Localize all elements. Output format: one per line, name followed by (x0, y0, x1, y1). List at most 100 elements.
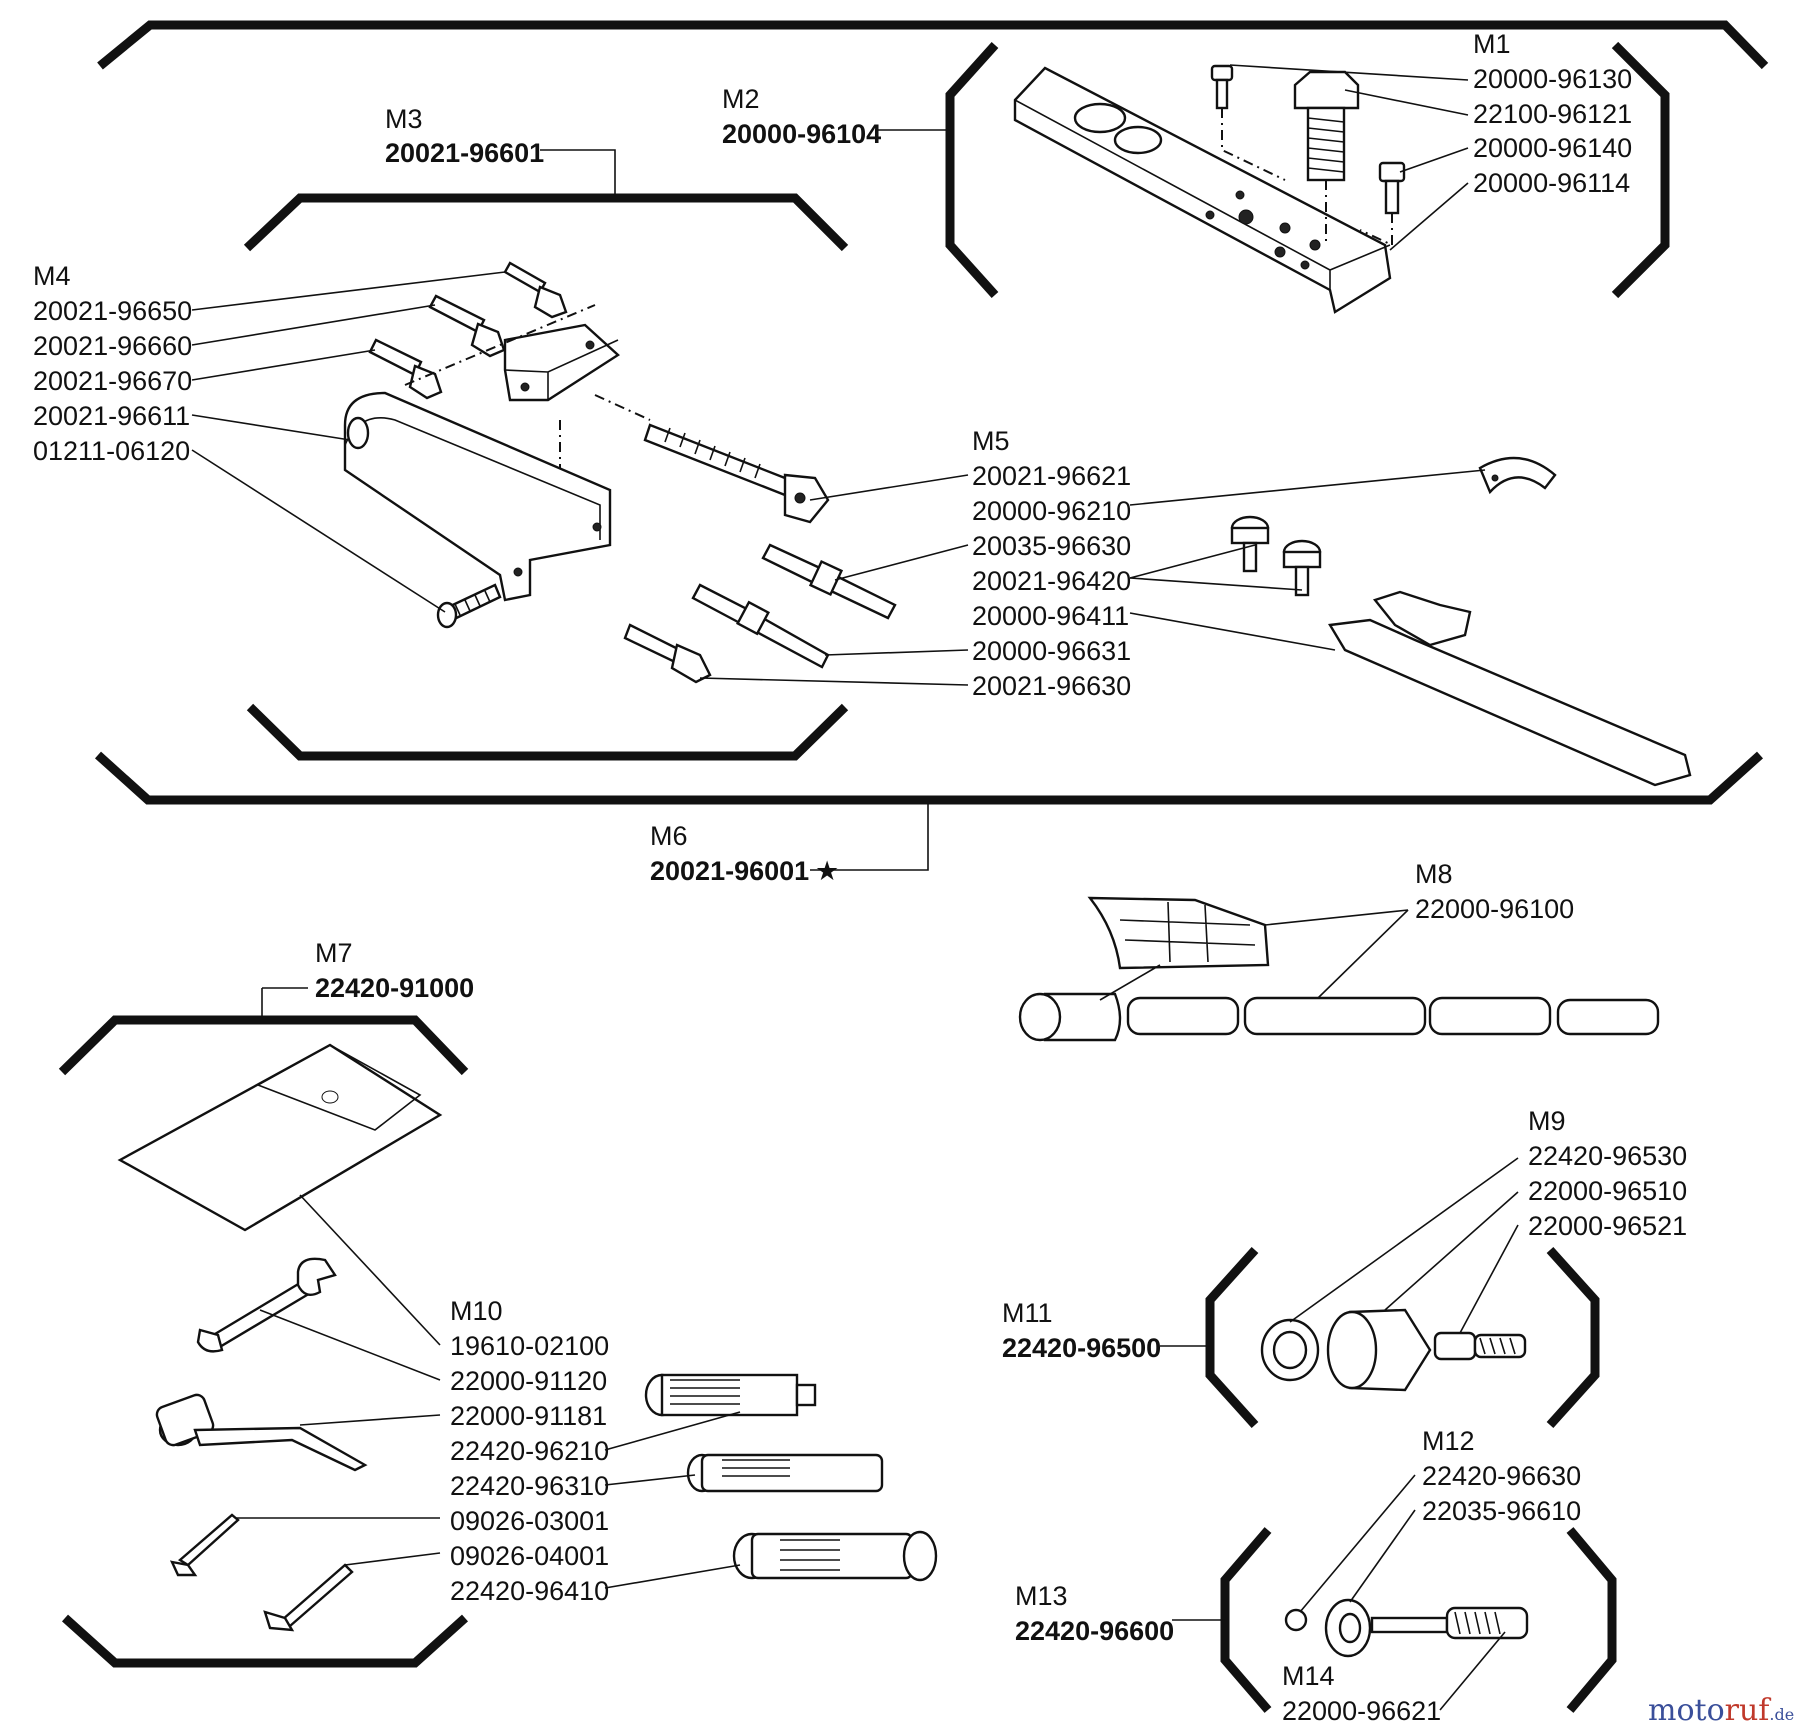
m5-pin-b (691, 583, 830, 669)
m5-pin-c (623, 623, 712, 684)
watermark-brand-a: moto (1648, 1693, 1725, 1728)
m10-part-4: 22420-96210 (450, 1436, 609, 1466)
m4-strap (343, 391, 612, 602)
m14-label: M14 (1282, 1661, 1335, 1691)
m11-part: 22420-96500 (1002, 1333, 1161, 1363)
m4-pin-3 (368, 338, 443, 400)
m4-pin-2 (428, 294, 506, 358)
m7-frame-bottom (61, 1614, 469, 1668)
m10-sleeve-1 (644, 1373, 817, 1417)
m5-part-6: 20000-96631 (972, 636, 1131, 666)
watermark-logo: motoruf.de (1648, 1693, 1794, 1728)
m1-bolt-right (1359, 161, 1406, 247)
m2-label: M2 (722, 84, 760, 114)
m10-spanner (196, 1257, 337, 1353)
m4-part-3: 20021-96670 (33, 366, 192, 396)
m8-label: M8 (1415, 859, 1453, 889)
m11-label: M11 (1002, 1298, 1053, 1328)
m12-ball (1284, 1608, 1308, 1632)
m10-hex-key-small (169, 1513, 240, 1577)
m4-part-2: 20021-96660 (33, 331, 192, 361)
watermark-brand-b: ruf (1725, 1693, 1772, 1728)
m13-part: 22420-96600 (1015, 1616, 1174, 1646)
m10-part-3: 22000-91181 (450, 1401, 607, 1431)
m1-bolt-large (1293, 70, 1360, 245)
m6-star-icon: ★ (815, 856, 839, 886)
m11-bracket-left (1205, 1246, 1259, 1429)
m2-bracket-left (945, 41, 999, 299)
m5-part-3: 20035-96630 (972, 531, 1131, 561)
m5-part-7: 20021-96630 (972, 671, 1131, 701)
m9-part-1: 22420-96530 (1528, 1141, 1687, 1171)
m10-part-1: 19610-02100 (450, 1331, 609, 1361)
m5-knob-2 (1282, 539, 1322, 597)
m10-socket-wrench (155, 1393, 368, 1472)
m11-bracket-right (1546, 1246, 1600, 1429)
m13-bracket-right (1566, 1527, 1617, 1713)
m9-ring (1260, 1318, 1320, 1382)
m9-part-3: 22000-96521 (1528, 1211, 1687, 1241)
m3-frame-top (243, 193, 849, 252)
m10-sleeve-2 (686, 1453, 884, 1493)
m6-frame-bottom (94, 751, 1764, 805)
m13-label: M13 (1015, 1581, 1068, 1611)
m6-part: 20021-96001 (650, 856, 809, 886)
m4-label: M4 (33, 261, 71, 291)
m4-part-4: 20021-96611 (33, 401, 190, 431)
m14-shaft (1370, 1606, 1529, 1640)
m2-part: 20000-96104 (722, 119, 881, 149)
m3-frame-bottom (246, 703, 849, 761)
m12-part-2: 22035-96610 (1422, 1496, 1581, 1526)
m7-label: M7 (315, 938, 353, 968)
m1-part-2: 22100-96121 (1473, 99, 1632, 129)
m5-part-1: 20021-96621 (972, 461, 1131, 491)
m6-label: M6 (650, 821, 688, 851)
m1-part-3: 20000-96140 (1473, 133, 1632, 163)
m7-part: 22420-91000 (315, 973, 474, 1003)
m1-label: M1 (1473, 29, 1511, 59)
m10-hex-key-large (263, 1563, 354, 1632)
m5-screw (643, 423, 830, 524)
m9-part-2: 22000-96510 (1528, 1176, 1687, 1206)
m1-part-1: 20000-96130 (1473, 64, 1632, 94)
m5-pin-a (761, 543, 897, 620)
m10-part-5: 22420-96310 (450, 1471, 609, 1501)
m10-part-8: 22420-96410 (450, 1576, 609, 1606)
m9-bolt (1433, 1331, 1527, 1361)
m5-blade (1328, 590, 1692, 787)
m7-pouch (117, 1043, 443, 1232)
m8-sticks (1018, 992, 1660, 1042)
m12-part-1: 22420-96630 (1422, 1461, 1581, 1491)
m2-bracket-right (1611, 41, 1670, 299)
m5-part-4: 20021-96420 (972, 566, 1131, 596)
m4-part-5: 01211-06120 (33, 436, 190, 466)
m6-frame-top (97, 20, 1769, 70)
m10-label: M10 (450, 1296, 503, 1326)
m13-bracket-left (1220, 1527, 1272, 1713)
m8-file-pack (1087, 896, 1270, 970)
m8-part: 22000-96100 (1415, 894, 1574, 924)
m5-clip (1478, 456, 1557, 495)
m1-bolt-small (1210, 64, 1286, 181)
m12-disc (1324, 1598, 1372, 1658)
m5-knob-1 (1230, 515, 1270, 573)
m10-part-7: 09026-04001 (450, 1541, 609, 1571)
m9-label: M9 (1528, 1106, 1566, 1136)
m1-part-4: 20000-96114 (1473, 168, 1630, 198)
m5-part-2: 20000-96210 (972, 496, 1131, 526)
m4-axis-2 (594, 394, 651, 421)
m1-plate (1013, 66, 1392, 314)
m12-label: M12 (1422, 1426, 1475, 1456)
m14-part: 22000-96621 (1282, 1696, 1441, 1726)
m4-block (503, 323, 620, 402)
m5-label: M5 (972, 426, 1010, 456)
m3-part: 20021-96601 (385, 138, 544, 168)
m9-cup (1326, 1308, 1432, 1392)
m4-bolt (436, 583, 502, 629)
m7-frame-top (58, 1015, 469, 1076)
watermark-suffix: .de (1769, 1705, 1794, 1724)
m4-axis-1 (404, 304, 596, 386)
m10-part-2: 22000-91120 (450, 1366, 607, 1396)
m3-label: M3 (385, 104, 423, 134)
